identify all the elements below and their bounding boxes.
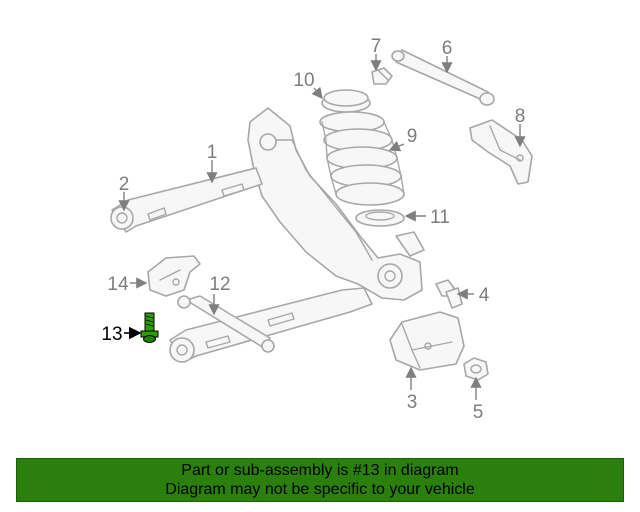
callout-13-highlighted: 13 [101,324,122,345]
shock-absorber-part [177,295,275,353]
callout-10: 10 [293,70,314,91]
callout-12: 12 [209,274,230,295]
callout-10-leader [311,86,323,100]
nut-part [463,357,489,381]
callout-1: 1 [207,142,218,163]
callout-14: 14 [107,274,129,295]
mount-bracket-part [389,311,465,371]
coil-spring-part [319,111,405,206]
callout-11: 11 [430,207,450,228]
callout-2: 2 [119,174,130,195]
lower-control-arm-part [169,287,373,363]
upper-spring-insulator-part [321,89,371,113]
lower-spring-insulator-part [355,209,405,227]
callout-6: 6 [442,38,453,59]
lateral-link-part [391,49,495,106]
callout-9-leader [388,140,405,152]
banner-line-disclaimer: Diagram may not be specific to your vehi… [165,481,475,498]
upper-control-arm-part [110,167,263,233]
shock-bolt-part-highlighted [140,312,159,343]
bracket-part [469,119,533,185]
callout-8: 8 [515,106,526,127]
link-bolt-part [371,67,393,85]
callout-9: 9 [407,126,418,147]
fitment-notice-banner: Part or sub-assembly is #13 in diagram D… [16,458,624,502]
axle-crossmember-part [247,107,425,301]
banner-line-part-number: Part or sub-assembly is #13 in diagram [181,462,459,479]
callout-3: 3 [407,392,418,413]
bump-stop-bracket-part [147,255,201,297]
callout-5: 5 [473,402,484,423]
callout-4: 4 [479,285,490,306]
parts-diagram: 1 2 3 4 5 6 7 8 9 10 11 12 13 14 [101,36,533,423]
callout-7: 7 [371,36,382,57]
